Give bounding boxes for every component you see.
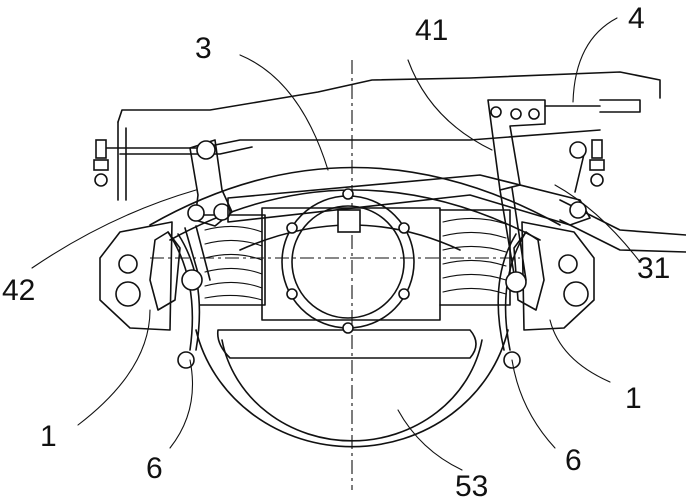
label-6-left: 6 (146, 452, 163, 485)
leader-31 (554, 184, 641, 263)
leader-lines (31, 17, 641, 471)
label-4: 4 (628, 2, 645, 35)
leader-4 (572, 17, 618, 103)
label-1-left: 1 (40, 420, 57, 453)
right-brake-unit-1 (497, 221, 595, 369)
left-lever-42 (181, 139, 233, 291)
leader-6-left (169, 359, 193, 449)
leader-53 (397, 409, 463, 471)
label-31: 31 (637, 252, 670, 285)
leader-1-left (77, 309, 151, 426)
right-lever-41 (227, 99, 591, 293)
leader-41 (407, 59, 493, 151)
right-end-bolt (589, 139, 605, 187)
left-end-bolt (93, 139, 109, 187)
label-53: 53 (455, 470, 488, 500)
label-42: 42 (2, 274, 35, 307)
label-1-right: 1 (625, 382, 642, 415)
leader-6-right (511, 359, 556, 449)
label-3: 3 (195, 32, 212, 65)
label-6-right: 6 (565, 444, 582, 477)
label-41: 41 (415, 14, 448, 47)
axle-housing (261, 188, 441, 334)
bottom-bar (216, 329, 477, 359)
wheel-53 (195, 329, 509, 448)
leader-3 (239, 54, 329, 171)
leader-42 (31, 189, 197, 269)
left-brake-unit-1 (99, 221, 201, 369)
left-springs (199, 214, 266, 306)
leader-1-right (549, 319, 611, 383)
right-springs (439, 209, 511, 306)
